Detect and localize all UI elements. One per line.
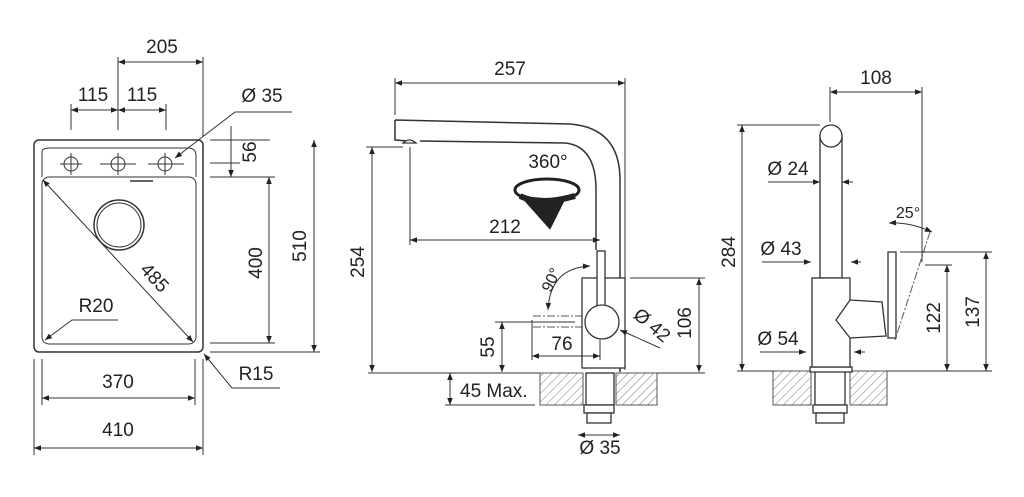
dim-284: 284 — [719, 236, 740, 268]
dim-410: 410 — [102, 420, 134, 441]
dim-base-diameter: Ø 54 — [757, 329, 799, 350]
faucet-front-view: 90° 360° 257 254 212 76 55 Ø 42 106 — [348, 59, 705, 459]
dim-tube-diameter: Ø 24 — [767, 159, 809, 180]
dim-212: 212 — [489, 217, 521, 238]
dim-25-deg: 25° — [896, 205, 920, 222]
dim-205: 205 — [146, 37, 178, 58]
side-spout-head — [819, 124, 843, 148]
dim-handle-diameter: Ø 42 — [629, 305, 674, 348]
dim-r15: R15 — [239, 364, 274, 385]
dim-360-deg: 360° — [528, 152, 567, 173]
dim-108: 108 — [860, 68, 892, 89]
side-lever — [887, 251, 897, 339]
tap-holes — [60, 153, 184, 175]
dim-r20: R20 — [79, 296, 114, 317]
dim-137: 137 — [963, 296, 984, 328]
dim-56: 56 — [240, 141, 261, 162]
rotation-arrow-icon — [513, 177, 581, 230]
dim-76: 76 — [551, 334, 572, 355]
tap-shelf — [41, 147, 197, 177]
dim-510: 510 — [290, 230, 311, 262]
mounting-nut — [583, 404, 615, 414]
faucet-side-view: 25° 108 284 Ø 24 Ø 43 Ø 54 122 137 — [719, 68, 992, 424]
dim-485: 485 — [136, 259, 173, 297]
countertop-right — [615, 372, 658, 406]
dim-45-max: 45 Max. — [460, 381, 528, 402]
sink-outline — [33, 139, 204, 353]
sink-top-view: 205 115 115 Ø 35 56 400 510 485 R20 R15 — [33, 37, 320, 455]
sink-bowl — [41, 176, 197, 345]
spout — [394, 119, 621, 372]
dim-pipe-diameter: Ø 35 — [579, 438, 620, 459]
dim-400: 400 — [246, 247, 267, 279]
dim-90-deg: 90° — [539, 266, 565, 295]
dim-hole-diameter: Ø 35 — [241, 86, 282, 107]
dim-55: 55 — [478, 336, 499, 357]
side-tube — [819, 134, 843, 279]
side-handle — [835, 299, 887, 339]
countertop-left — [539, 372, 584, 406]
dim-115-right: 115 — [127, 85, 157, 106]
dim-body-diameter: Ø 43 — [760, 239, 801, 260]
dim-254: 254 — [348, 246, 369, 278]
dim-115-left: 115 — [78, 85, 108, 106]
lever — [596, 250, 606, 307]
dim-370: 370 — [102, 372, 134, 393]
handle — [584, 304, 620, 340]
dim-257: 257 — [494, 59, 526, 80]
dim-106: 106 — [675, 307, 696, 339]
dim-122: 122 — [924, 302, 945, 334]
